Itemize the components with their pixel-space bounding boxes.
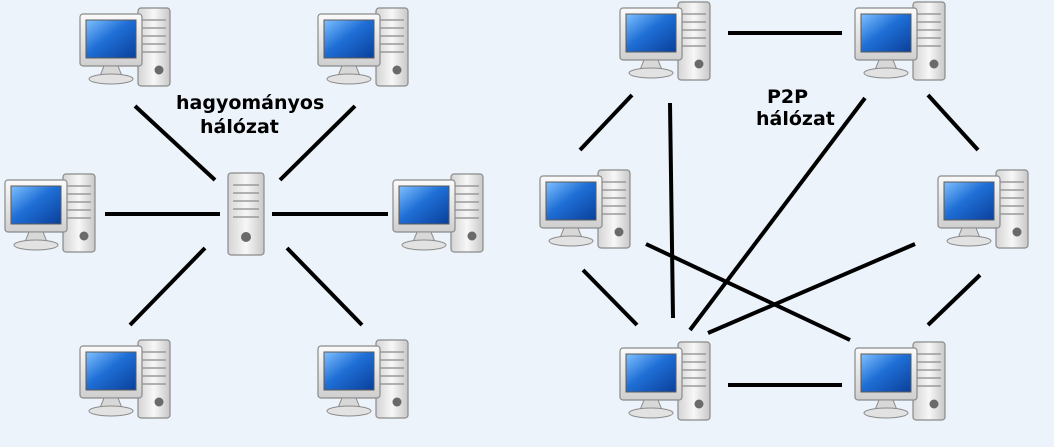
link-p2p-8 (707, 242, 916, 335)
link-p2p-9 (926, 273, 982, 327)
link-server-top-right (278, 104, 357, 182)
computer-icon (79, 7, 171, 87)
server-icon (227, 172, 265, 256)
computer-icon (854, 1, 946, 81)
p2p-network-label-line2: hálózat (756, 108, 835, 130)
link-p2p-7 (645, 242, 851, 342)
link-server-bottom-left (128, 246, 207, 327)
star-network-nodes (4, 7, 484, 419)
computer-icon (539, 169, 631, 249)
link-server-bottom-right (285, 246, 364, 327)
computer-icon (619, 1, 711, 81)
computer-icon (4, 173, 96, 253)
star-network-links (105, 104, 388, 327)
computer-icon (79, 339, 171, 419)
computer-icon (392, 173, 484, 253)
link-p2p-2 (578, 93, 634, 152)
computer-icon (619, 341, 711, 421)
traditional-network-label-line1: hagyományos (176, 92, 325, 114)
link-p2p-3 (668, 102, 675, 319)
computer-icon (317, 339, 409, 419)
link-p2p-6 (581, 268, 639, 327)
link-server-top-left (133, 104, 217, 182)
computer-icon (854, 341, 946, 421)
computer-icon (317, 7, 409, 87)
p2p-network-links (578, 31, 982, 387)
link-p2p-4 (688, 96, 867, 332)
link-p2p-5 (926, 93, 980, 152)
traditional-network-label-line2: hálózat (200, 116, 279, 138)
computer-icon (937, 169, 1029, 249)
p2p-network-label-line1: P2P (767, 86, 809, 108)
p2p-network-nodes (539, 1, 1029, 421)
